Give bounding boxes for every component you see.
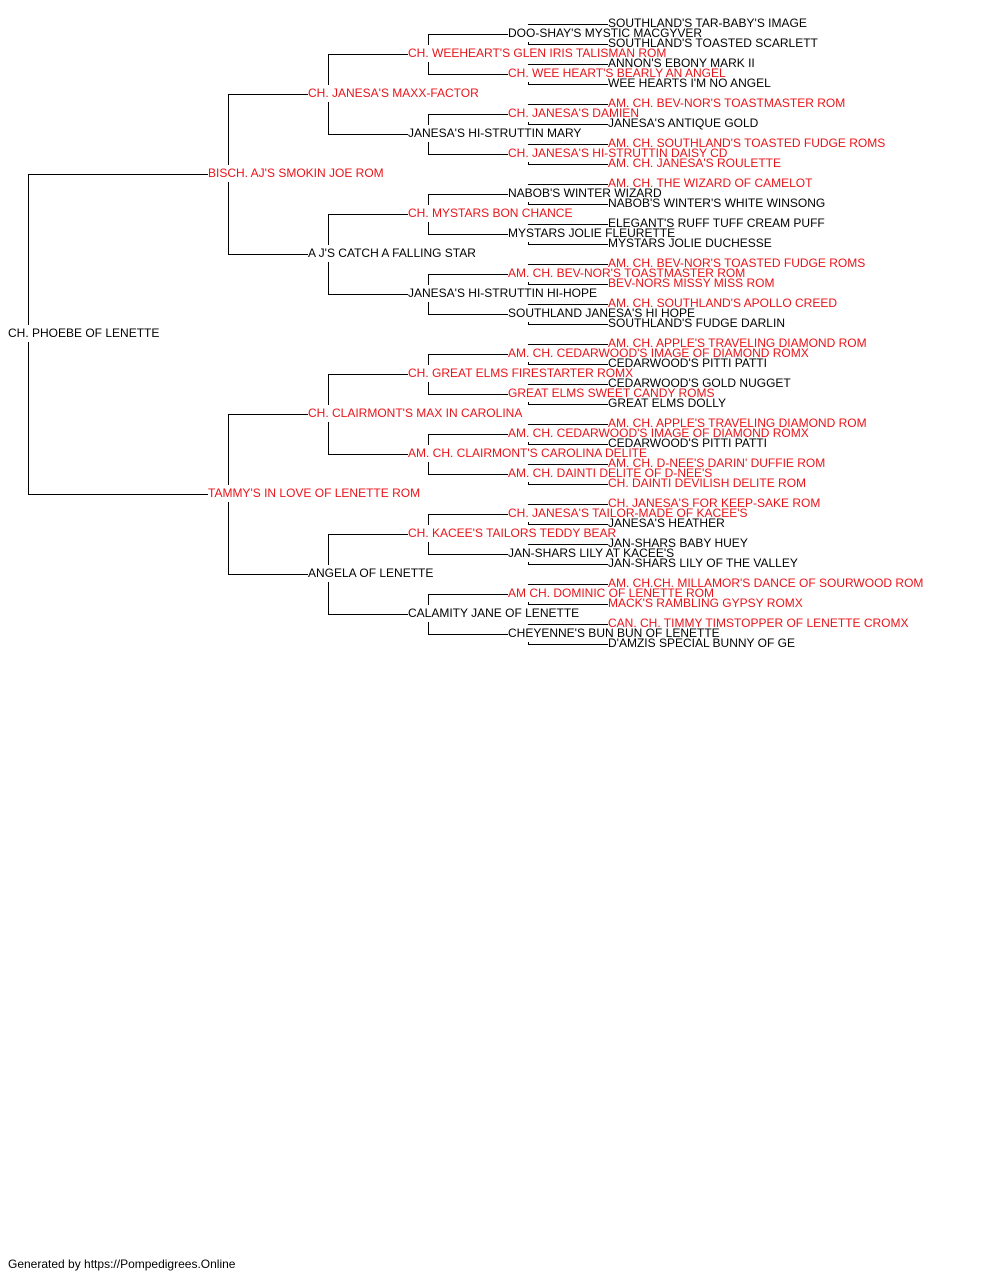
dog-name-gen6: AM. CH. SOUTHLAND'S TOASTED FUDGE ROMS [608,136,886,150]
dog-name-gen6: AM. CH. BEV-NOR'S TOASTMASTER ROM [608,96,846,110]
dog-name-gen5: CHEYENNE'S BUN BUN OF LENETTE [508,626,720,640]
dog-name-gen6: JANESA'S ANTIQUE GOLD [608,116,759,130]
dog-name-gen5: NABOB'S WINTER WIZARD [508,186,662,200]
dog-name-gen6: MACK'S RAMBLING GYPSY ROMX [608,596,803,610]
dog-name-gen6: ANNON'S EBONY MARK II [608,56,755,70]
dog-name-gen5: AM. CH. CEDARWOOD'S IMAGE OF DIAMOND ROM… [508,346,809,360]
dog-name-gen6: GREAT ELMS DOLLY [608,396,727,410]
dog-name-gen5: AM. CH. BEV-NOR'S TOASTMASTER ROM [508,266,746,280]
dog-name-gen4: CH. KACEE'S TAILORS TEDDY BEAR [408,526,617,540]
dog-name-gen5: AM. CH. DAINTI DELITE OF D-NEE'S [508,466,713,480]
dog-name-gen4: CALAMITY JANE OF LENETTE [408,606,580,620]
dog-name-gen6: CEDARWOOD'S PITTI PATTI [608,356,767,370]
dog-name-gen6: AM. CH. SOUTHLAND'S APOLLO CREED [608,296,838,310]
dog-name-gen6: WEE HEARTS I'M NO ANGEL [608,76,771,90]
dog-name-gen6: CH. JANESA'S FOR KEEP-SAKE ROM [608,496,821,510]
dog-name-gen6: SOUTHLAND'S TOASTED SCARLETT [608,36,818,50]
dog-name-gen3: CH. CLAIRMONT'S MAX IN CAROLINA [308,406,523,420]
dog-name-gen6: AM. CH.CH. MILLAMOR'S DANCE OF SOURWOOD … [608,576,924,590]
dog-name-gen6: CAN. CH. TIMMY TIMSTOPPER OF LENETTE CRO… [608,616,909,630]
dog-name-gen6: AM. CH. BEV-NOR'S TOASTED FUDGE ROMS [608,256,866,270]
dog-name-gen6: NABOB'S WINTER'S WHITE WINSONG [608,196,826,210]
dog-name-gen6: CH. DAINTI DEVILISH DELITE ROM [608,476,807,490]
dog-name-gen6: AM. CH. D-NEE'S DARIN' DUFFIE ROM [608,456,826,470]
dog-name-gen2: TAMMY'S IN LOVE OF LENETTE ROM [208,486,421,500]
dog-name-gen6: D'AMZIS SPECIAL BUNNY OF GE [608,636,795,650]
dog-name-gen5: AM. CH. CEDARWOOD'S IMAGE OF DIAMOND ROM… [508,426,809,440]
dog-name-gen6: CEDARWOOD'S PITTI PATTI [608,436,767,450]
dog-name-gen1: CH. PHOEBE OF LENETTE [8,326,160,340]
dog-name-gen5: DOO-SHAY'S MYSTIC MACGYVER [508,26,703,40]
dog-name-gen6: SOUTHLAND'S TAR-BABY'S IMAGE [608,16,807,30]
dog-name-gen3: ANGELA OF LENETTE [308,566,434,580]
dog-name-gen2: BISCH. AJ'S SMOKIN JOE ROM [208,166,384,180]
dog-name-gen5: JAN-SHARS LILY AT KACEE'S [508,546,675,560]
dog-name-gen6: BEV-NORS MISSY MISS ROM [608,276,775,290]
dog-name-gen6: SOUTHLAND'S FUDGE DARLIN [608,316,785,330]
dog-name-gen4: AM. CH. CLAIRMONT'S CAROLINA DELITE [408,446,647,460]
dog-name-gen4: JANESA'S HI-STRUTTIN MARY [408,126,582,140]
dog-name-gen4: CH. MYSTARS BON CHANCE [408,206,573,220]
dog-name-gen4: CH. WEEHEART'S GLEN IRIS TALISMAN ROM [408,46,667,60]
dog-name-gen5: CH. JANESA'S HI-STRUTTIN DAISY CD [508,146,728,160]
dog-name-gen6: AM. CH. APPLE'S TRAVELING DIAMOND ROM [608,336,867,350]
dog-name-gen5: CH. JANESA'S TAILOR-MADE OF KACEE'S [508,506,748,520]
dog-name-gen6: JAN-SHARS LILY OF THE VALLEY [608,556,798,570]
dog-name-gen3: CH. JANESA'S MAXX-FACTOR [308,86,479,100]
dog-name-gen6: MYSTARS JOLIE DUCHESSE [608,236,772,250]
dog-name-gen5: CH. JANESA'S DAMIEN [508,106,639,120]
dog-name-gen5: CH. WEE HEART'S BEARLY AN ANGEL [508,66,726,80]
dog-name-gen5: AM CH. DOMINIC OF LENETTE ROM [508,586,715,600]
dog-name-gen6: CEDARWOOD'S GOLD NUGGET [608,376,791,390]
dog-name-gen6: JANESA'S HEATHER [608,516,725,530]
dog-name-gen6: AM. CH. APPLE'S TRAVELING DIAMOND ROM [608,416,867,430]
dog-name-gen4: CH. GREAT ELMS FIRESTARTER ROMX [408,366,634,380]
dog-name-gen6: AM. CH. THE WIZARD OF CAMELOT [608,176,813,190]
dog-name-gen6: JAN-SHARS BABY HUEY [608,536,748,550]
dog-name-gen3: A J'S CATCH A FALLING STAR [308,246,476,260]
dog-name-gen5: GREAT ELMS SWEET CANDY ROMS [508,386,715,400]
dog-name-gen6: ELEGANT'S RUFF TUFF CREAM PUFF [608,216,825,230]
dog-name-gen4: JANESA'S HI-STRUTTIN HI-HOPE [408,286,597,300]
dog-name-gen5: MYSTARS JOLIE FLEURETTE [508,226,676,240]
generator-credit: Generated by https://Pompedigrees.Online [8,1257,236,1271]
dog-name-gen5: SOUTHLAND JANESA'S HI HOPE [508,306,695,320]
dog-name-gen6: AM. CH. JANESA'S ROULETTE [608,156,781,170]
